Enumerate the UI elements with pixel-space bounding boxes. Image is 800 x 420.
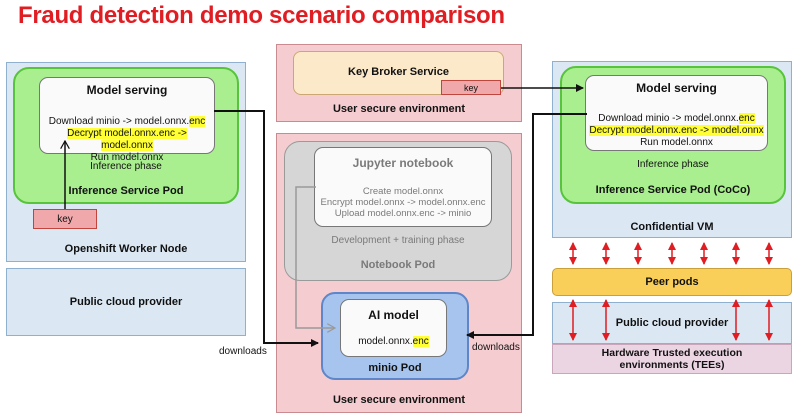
ai-model-box: AI model model.onnx.enc (340, 299, 447, 357)
jupyter-upload-connector (295, 186, 335, 328)
downloads-label-left: downloads (219, 346, 267, 357)
model-serving-title: Model serving (86, 83, 168, 97)
worker-node-label: Openshift Worker Node (64, 243, 188, 255)
inference-phase-label: Inference phase (90, 161, 162, 172)
step-encrypt: Encrypt model.onnx -> model.onnx.enc (320, 197, 486, 208)
step-run: Run model.onnx (90, 152, 164, 163)
model-serving-title-coco: Model serving (636, 81, 717, 95)
tee-line1: Hardware Trusted execution (601, 347, 743, 359)
notebook-pod-label: Notebook Pod (360, 259, 436, 271)
model-serving-steps: Download minio -> model.onnx.enc Decrypt… (40, 116, 214, 164)
key-broker-service: Key Broker Service (293, 51, 504, 95)
vm-peer-pods-arrows (569, 242, 773, 265)
inference-service-pod-coco-label: Inference Service Pod (CoCo) (595, 184, 751, 196)
step-decrypt: Decrypt model.onnx.enc -> model.onnx (67, 128, 187, 151)
inference-phase-label-coco: Inference phase (637, 159, 709, 170)
peer-pods-tee-arrows (569, 299, 773, 341)
minio-to-left-serving-connector (214, 110, 319, 347)
tee-line2: environments (TEEs) (619, 359, 725, 371)
minio-pod-label: minio Pod (368, 362, 422, 374)
step-upload: Upload model.onnx.enc -> minio (334, 208, 472, 219)
jupyter-notebook-title: Jupyter notebook (352, 156, 454, 170)
public-cloud-provider-left: Public cloud provider (6, 268, 246, 336)
downloads-label-right: downloads (472, 342, 520, 353)
confidential-vm-label: Confidential VM (630, 221, 714, 233)
dev-training-phase-label: Development + training phase (331, 235, 465, 246)
jupyter-steps: Create model.onnx Encrypt model.onnx -> … (315, 186, 491, 219)
public-cloud-provider-right (552, 302, 792, 344)
ai-model-title: AI model (368, 308, 419, 322)
step-create: Create model.onnx (362, 186, 444, 197)
page-title: Fraud detection demo scenario comparison (18, 2, 505, 29)
kbs-label: Key Broker Service (348, 66, 449, 78)
inference-service-pod-label: Inference Service Pod (68, 185, 184, 197)
minio-to-coco-serving-connector (466, 113, 587, 339)
model-serving-steps-coco: Download minio -> model.onnx.enc Decrypt… (586, 113, 767, 149)
ai-model-file: model.onnx.enc (358, 336, 429, 347)
step-run-coco: Run model.onnx (640, 137, 713, 148)
step-download-coco: Download minio -> model.onnx.enc (598, 113, 755, 124)
hardware-tees: Hardware Trusted execution environments … (552, 344, 792, 374)
step-decrypt-coco: Decrypt model.onnx.enc -> model.onnx (589, 125, 764, 136)
user-secure-environment-top-label: User secure environment (332, 103, 466, 115)
user-secure-environment-bottom-label: User secure environment (332, 394, 466, 406)
jupyter-notebook-box: Jupyter notebook Create model.onnx Encry… (314, 147, 492, 227)
peer-pods: Peer pods (552, 268, 792, 296)
key-badge-left: key (33, 209, 97, 229)
public-cloud-provider-right-label: Public cloud provider (615, 317, 729, 329)
key-badge-kbs: key (441, 80, 501, 95)
step-download: Download minio -> model.onnx.enc (48, 116, 206, 127)
